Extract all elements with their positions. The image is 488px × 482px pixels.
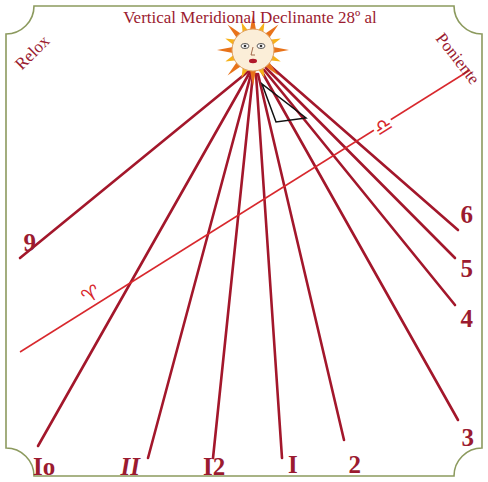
sun-mouth xyxy=(249,59,257,63)
hour-number: II xyxy=(121,454,140,479)
dial-motto: Relox xyxy=(11,32,52,73)
hour-number: Io xyxy=(33,454,55,479)
hour-number: 6 xyxy=(461,202,474,227)
hour-number: 4 xyxy=(461,306,474,331)
zodiac-sign: ♈ xyxy=(77,280,105,308)
dial-title: Vertical Meridional Declinante 28º al xyxy=(123,9,377,26)
hour-number: I xyxy=(288,452,298,477)
hour-number: 2 xyxy=(349,452,362,477)
sun-nose xyxy=(251,47,255,55)
zodiac-sign: ♎ xyxy=(369,112,397,140)
hour-number: 3 xyxy=(462,425,475,450)
hour-number: 5 xyxy=(461,256,474,281)
sun-pupil xyxy=(244,45,247,48)
equinoctial-line xyxy=(20,70,470,352)
sun-pupil xyxy=(260,45,263,48)
hour-number: 9 xyxy=(24,230,37,255)
dial-border xyxy=(6,6,482,476)
sun-eye xyxy=(257,44,265,49)
hour-number: I2 xyxy=(203,454,225,479)
hour-lines xyxy=(20,64,458,458)
gnomon xyxy=(262,84,306,122)
sun-disc xyxy=(232,29,274,71)
sun-eye xyxy=(241,44,249,49)
